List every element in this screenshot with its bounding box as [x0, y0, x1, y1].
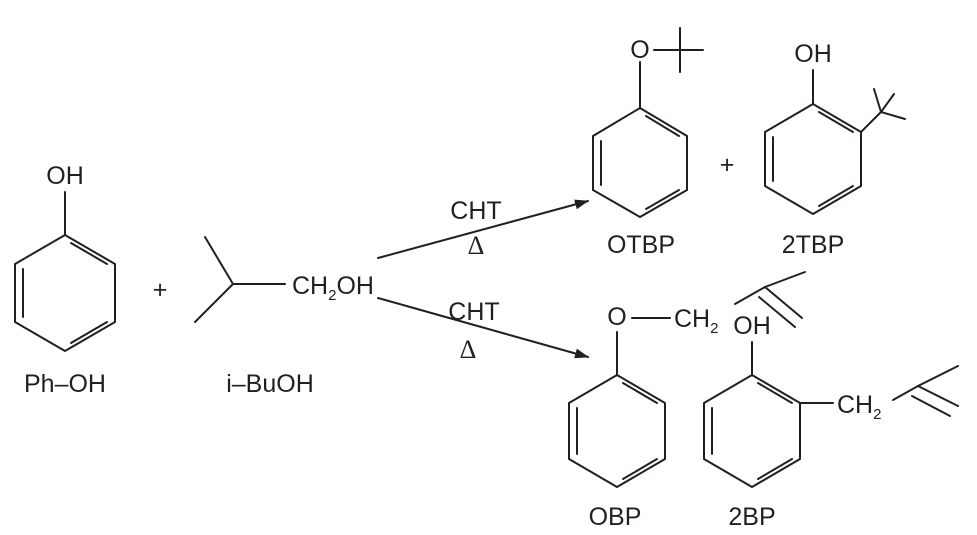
lower-reaction-arrow: CHT Δ: [377, 297, 589, 364]
twobp-ch: CH: [837, 391, 873, 419]
twobp-ch2-label: CH2: [837, 391, 881, 423]
obp-ch2-label: CH2: [674, 305, 718, 337]
otbp-molecule: O OTBP: [592, 27, 704, 259]
otbp-name: OTBP: [607, 231, 675, 259]
lower-heat-symbol: Δ: [460, 335, 477, 364]
phenol-name: Ph–OH: [24, 370, 106, 398]
isobutanol-molecule: CH2OH i–BuOH: [194, 236, 374, 398]
phenol-oh-label: OH: [46, 162, 84, 190]
isobutanol-formula: CH2OH: [292, 272, 374, 304]
otbp-o-label: O: [630, 36, 649, 64]
isobutanol-name: i–BuOH: [226, 370, 314, 398]
isobutanol-oh: OH: [336, 272, 374, 300]
obp-sub: 2: [710, 320, 718, 337]
isobutanol-sub: 2: [328, 287, 336, 304]
twobp-molecule: OH CH2 2BP: [703, 312, 959, 531]
isobutanol-ch: CH: [292, 272, 328, 300]
phenol-molecule: OH Ph–OH: [14, 162, 116, 398]
twotbp-name: 2TBP: [782, 231, 845, 259]
upper-reaction-arrow: CHT Δ: [377, 197, 589, 260]
twotbp-molecule: OH 2TBP: [764, 40, 906, 259]
obp-name: OBP: [589, 503, 642, 531]
upper-heat-symbol: Δ: [468, 231, 485, 260]
lower-reagent: CHT: [448, 298, 499, 326]
product-plus-sign: +: [720, 151, 735, 179]
twobp-oh-label: OH: [733, 312, 771, 340]
obp-ch: CH: [674, 305, 710, 333]
twobp-sub: 2: [873, 406, 881, 423]
reactant-plus-sign: +: [153, 276, 168, 304]
twobp-name: 2BP: [728, 503, 775, 531]
obp-molecule: O CH2 OBP: [568, 271, 806, 531]
upper-reagent: CHT: [450, 197, 501, 225]
obp-o-label: O: [607, 303, 626, 331]
twotbp-oh-label: OH: [794, 40, 832, 68]
